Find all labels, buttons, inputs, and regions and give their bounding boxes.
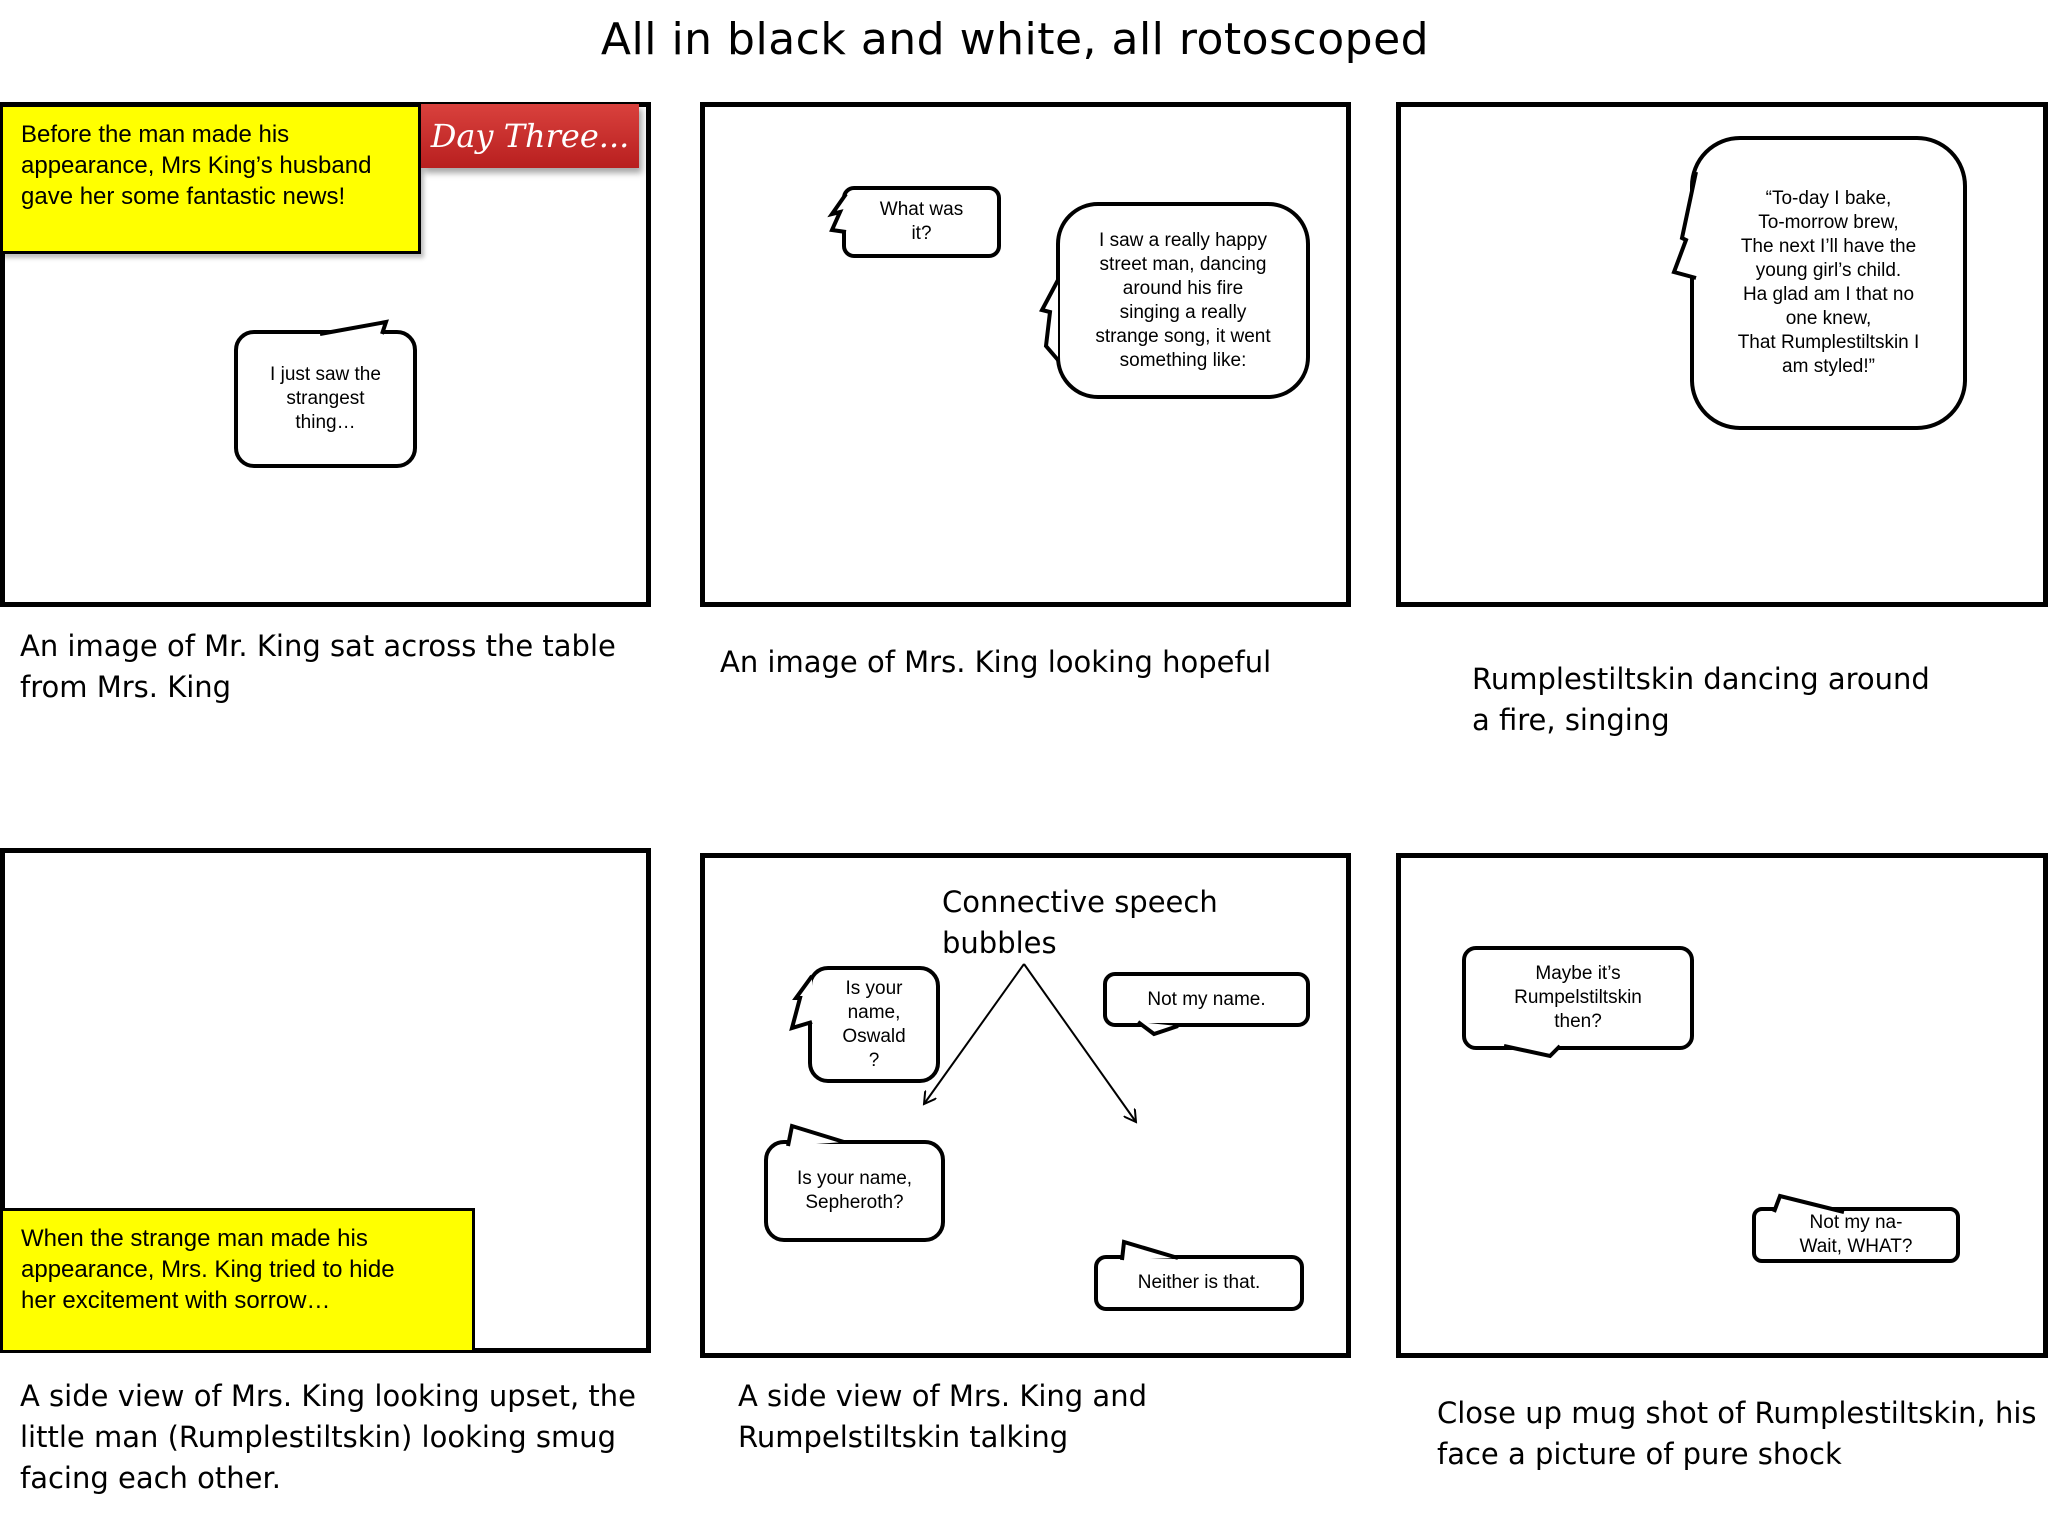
- speech-bubble: “To-day I bake, To-morrow brew, The next…: [1690, 136, 1967, 430]
- panel-caption: An image of Mr. King sat across the tabl…: [20, 629, 616, 704]
- panel-6: [1396, 853, 2048, 1358]
- narration-box: Before the man made his appearance, Mrs …: [0, 104, 421, 254]
- speech-bubble-tail: [1039, 279, 1060, 362]
- annotation-label: Connective speech bubbles: [942, 885, 1218, 960]
- panel-5: [700, 853, 1351, 1358]
- speech-bubble: Not my name.: [1103, 972, 1310, 1027]
- panel-caption: A side view of Mrs. King looking upset, …: [20, 1379, 636, 1495]
- panel-caption: An image of Mrs. King looking hopeful: [720, 645, 1272, 679]
- speech-bubble: Not my na- Wait, WHAT?: [1752, 1207, 1960, 1263]
- day-tag: Day Three...: [421, 104, 639, 168]
- speech-bubble-tail: [1136, 1020, 1179, 1037]
- panel-caption: A side view of Mrs. King and Rumpelstilt…: [738, 1379, 1147, 1454]
- speech-bubble: Is your name, Sepheroth?: [764, 1140, 945, 1242]
- speech-bubble-tail: [786, 1123, 845, 1147]
- speech-bubble: Maybe it’s Rumpelstiltskin then?: [1462, 946, 1694, 1050]
- speech-bubble-tail: [1503, 1044, 1562, 1059]
- speech-bubble: Is your name, Oswald ?: [808, 966, 940, 1083]
- panel-caption: Close up mug shot of Rumplestiltskin, hi…: [1437, 1396, 2037, 1471]
- speech-bubble: I just saw the strangest thing…: [234, 330, 417, 468]
- speech-bubble-tail: [319, 319, 389, 336]
- page-title: All in black and white, all rotoscoped: [600, 14, 1430, 65]
- speech-bubble: I saw a really happy street man, dancing…: [1056, 202, 1310, 399]
- panel-caption: Rumplestiltskin dancing around a fire, s…: [1472, 662, 1930, 737]
- speech-bubble-tail: [1772, 1193, 1845, 1214]
- speech-bubble: Neither is that.: [1094, 1255, 1304, 1311]
- speech-bubble-tail: [789, 974, 814, 1031]
- speech-bubble-tail: [1120, 1239, 1179, 1261]
- speech-bubble-tail: [827, 192, 848, 234]
- speech-bubble-tail: [1671, 171, 1698, 280]
- narration-box: When the strange man made his appearance…: [0, 1208, 475, 1353]
